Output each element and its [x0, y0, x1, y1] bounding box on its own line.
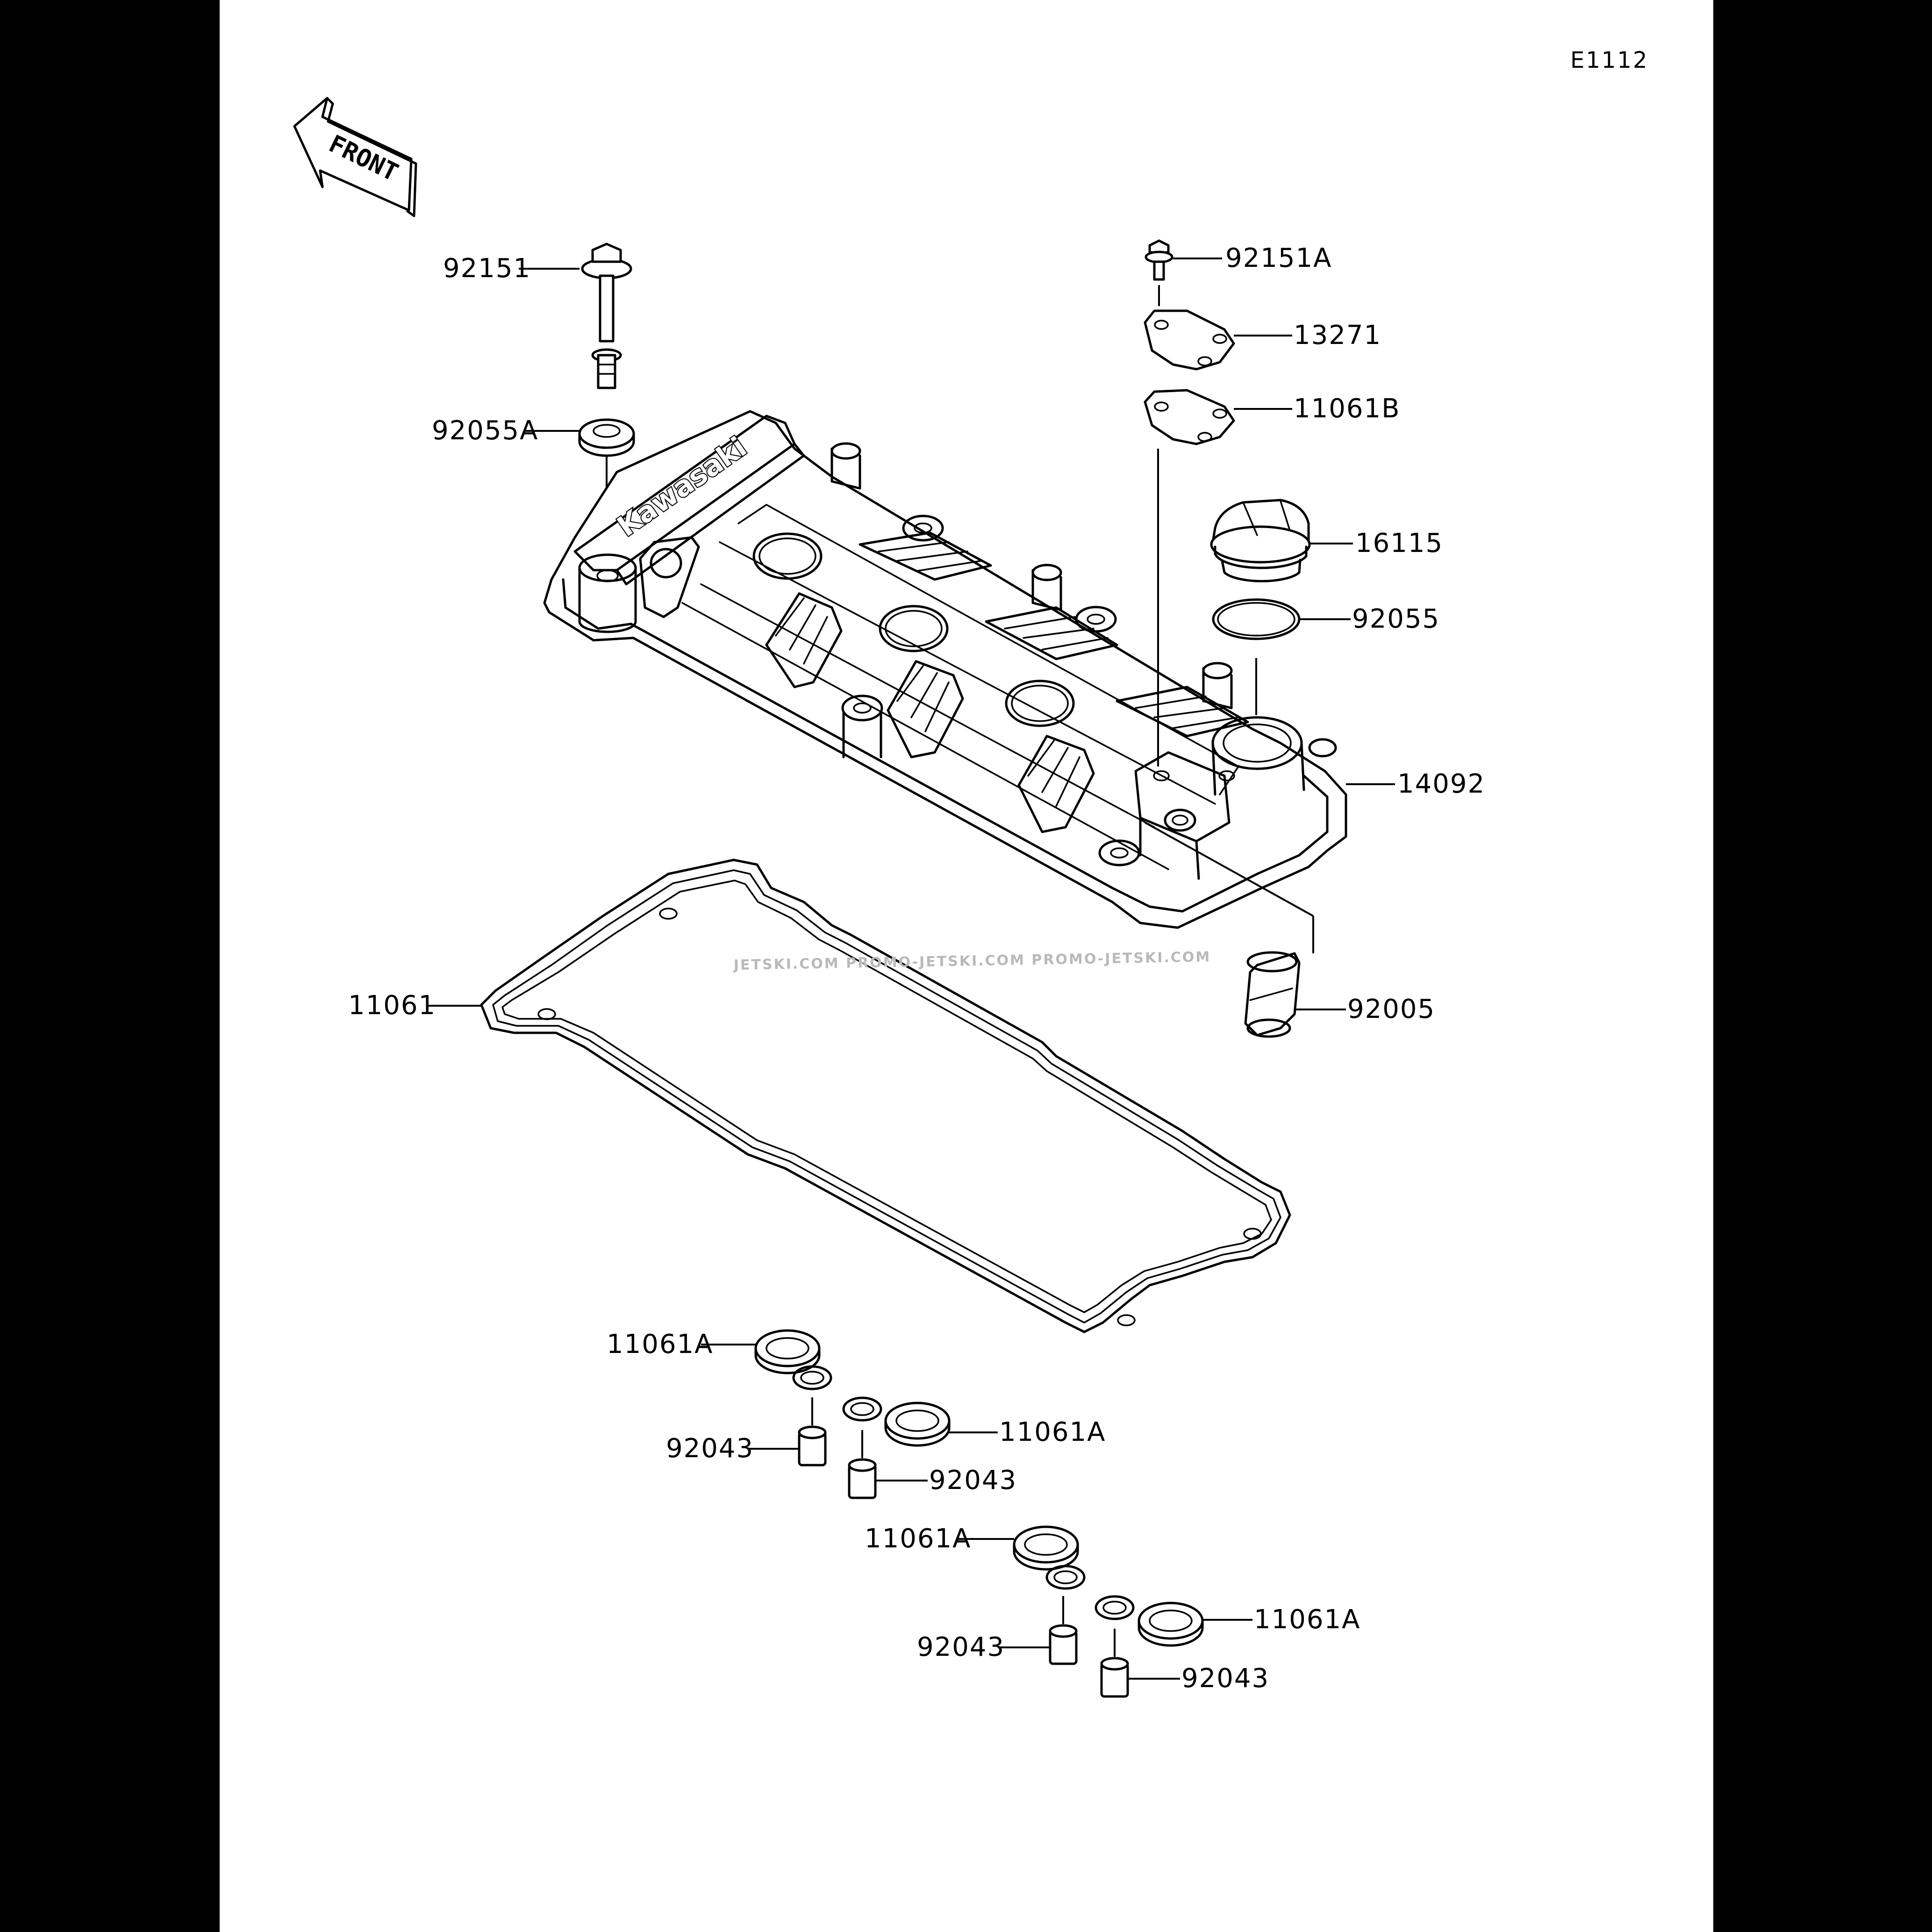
label-92043-4: 92043	[1181, 1663, 1269, 1694]
bolt-92151[interactable]	[581, 243, 632, 389]
small-seal-4	[1095, 1595, 1135, 1620]
label-92043-1: 92043	[666, 1433, 754, 1464]
label-16115: 16115	[1355, 528, 1443, 558]
cylinder-head-cover-14092[interactable]: Kawasaki	[543, 410, 1347, 929]
seal-11061A-2[interactable]	[884, 1402, 951, 1447]
cover-gasket-11061[interactable]	[480, 859, 1291, 1333]
label-11061A-3: 11061A	[865, 1524, 971, 1554]
plate-13271[interactable]	[1144, 309, 1235, 371]
diagram-sheet	[220, 0, 1713, 1932]
front-direction-arrow: FRONT	[293, 97, 417, 217]
gasket-11061B[interactable]	[1144, 389, 1235, 445]
fitting-92005[interactable]	[1244, 951, 1301, 1038]
label-92043-2: 92043	[929, 1465, 1017, 1496]
label-11061B: 11061B	[1294, 394, 1401, 424]
label-92005: 92005	[1347, 994, 1435, 1024]
small-seal-2	[842, 1396, 882, 1422]
label-11061A-1: 11061A	[607, 1329, 713, 1360]
dowel-92043-3[interactable]	[1049, 1624, 1078, 1665]
label-13271: 13271	[1294, 320, 1381, 351]
watermark: JETSKI.COM PROMO-JETSKI.COM PROMO-JETSKI…	[733, 949, 1211, 973]
label-14092: 14092	[1397, 769, 1485, 799]
label-11061A-4: 11061A	[1254, 1604, 1360, 1635]
diagram-code: E1112	[1570, 47, 1648, 73]
label-11061A-2: 11061A	[999, 1417, 1106, 1447]
dowel-92043-2[interactable]	[848, 1458, 877, 1499]
label-92151: 92151	[443, 253, 531, 284]
washer-92055A[interactable]	[578, 418, 635, 457]
label-92055A: 92055A	[432, 415, 538, 446]
label-11061: 11061	[348, 990, 436, 1021]
label-92055: 92055	[1352, 604, 1440, 634]
seal-11061A-3[interactable]	[1013, 1525, 1079, 1571]
seal-11061A-1[interactable]	[754, 1329, 821, 1374]
o-ring-92055[interactable]	[1212, 598, 1301, 640]
dowel-92043-1[interactable]	[798, 1425, 827, 1467]
oil-filler-cap-16115[interactable]	[1210, 499, 1311, 583]
small-seal-1	[792, 1365, 832, 1390]
label-92043-3: 92043	[917, 1632, 1005, 1662]
label-92151A: 92151A	[1225, 243, 1332, 273]
bolt-92151A[interactable]	[1145, 239, 1174, 281]
seal-11061A-4[interactable]	[1138, 1602, 1204, 1647]
dowel-92043-4[interactable]	[1100, 1657, 1129, 1698]
small-seal-3	[1045, 1565, 1086, 1590]
